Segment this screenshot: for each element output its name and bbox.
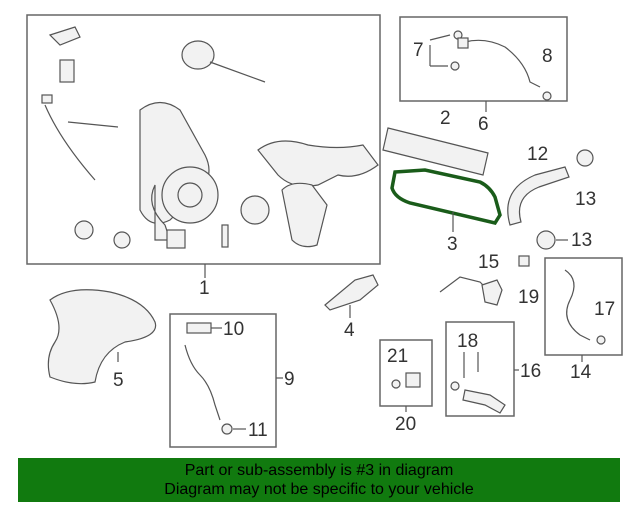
callout-8: 8 [542, 46, 553, 67]
fitting-20-drawing [405, 372, 421, 388]
gasket-11-drawing [221, 423, 233, 435]
clamp-13-top [576, 149, 594, 167]
callout-9: 9 [284, 369, 295, 390]
callout-13-lower: 13 [571, 230, 592, 251]
callout-18: 18 [457, 331, 478, 352]
oil-pipe-drawing [429, 30, 552, 101]
banner-line-2: Diagram may not be specific to your vehi… [164, 481, 474, 498]
clamp-13-lower [536, 230, 556, 250]
gasket-2-drawing [382, 127, 489, 176]
callout-5: 5 [113, 370, 124, 391]
callout-13-top: 13 [575, 189, 596, 210]
turbocharger-drawing [41, 26, 379, 249]
washer-17 [596, 335, 606, 345]
callout-1: 1 [199, 278, 210, 299]
callout-11: 11 [248, 420, 268, 441]
callout-3: 3 [447, 234, 458, 255]
callout-20: 20 [395, 414, 416, 435]
coolant-pipe-drawing [564, 269, 591, 341]
oil-return-box [169, 313, 277, 448]
oil-return-pipe-drawing [184, 344, 221, 421]
parts-diagram: 1 7 8 6 2 3 12 13 13 15 19 17 14 4 [26, 14, 623, 448]
callout-15: 15 [478, 252, 499, 273]
callout-21: 21 [387, 346, 408, 367]
info-banner: Part or sub-assembly is #3 in diagram Di… [18, 458, 620, 502]
callout-4: 4 [344, 320, 355, 341]
fitting-15-drawing [481, 279, 503, 306]
hose-12-drawing [507, 166, 570, 226]
callout-2: 2 [440, 108, 451, 129]
heat-shield-5-drawing [47, 289, 157, 385]
hose-16-drawing [462, 389, 506, 414]
callout-16: 16 [520, 361, 541, 382]
callout-17: 17 [594, 299, 615, 320]
callout-6: 6 [478, 114, 489, 135]
callout-19: 19 [518, 287, 539, 308]
callout-14: 14 [570, 362, 592, 383]
coolant-pipe-box [544, 257, 623, 356]
banner-line-1: Part or sub-assembly is #3 in diagram [184, 462, 454, 479]
washer-21 [391, 379, 401, 389]
gasket-3-highlighted [390, 168, 502, 225]
callout-12: 12 [527, 144, 548, 165]
part-19-drawing [518, 255, 530, 267]
bracket-4-drawing [324, 274, 379, 311]
washer-18 [450, 381, 460, 391]
callout-7: 7 [413, 40, 424, 61]
gasket-10-drawing [186, 322, 212, 334]
callout-10: 10 [223, 319, 244, 340]
